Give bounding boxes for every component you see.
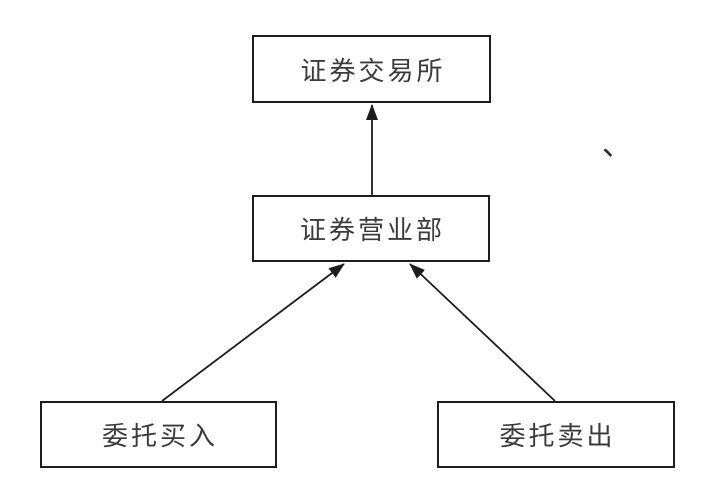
stray-mark: 、 [602,128,632,163]
node-branch: 证券营业部 [252,195,490,262]
node-buy: 委托买入 [40,401,277,468]
node-exchange-label: 证券交易所 [300,56,446,87]
arrow-sell-to-branch [409,263,556,402]
arrow-buy-to-branch [161,263,345,402]
node-buy-label: 委托买入 [101,422,218,452]
node-sell: 委托卖出 [437,401,675,468]
node-branch-label: 证券营业部 [299,216,445,246]
node-exchange: 证券交易所 [252,35,491,103]
node-sell-label: 委托卖出 [499,422,616,452]
